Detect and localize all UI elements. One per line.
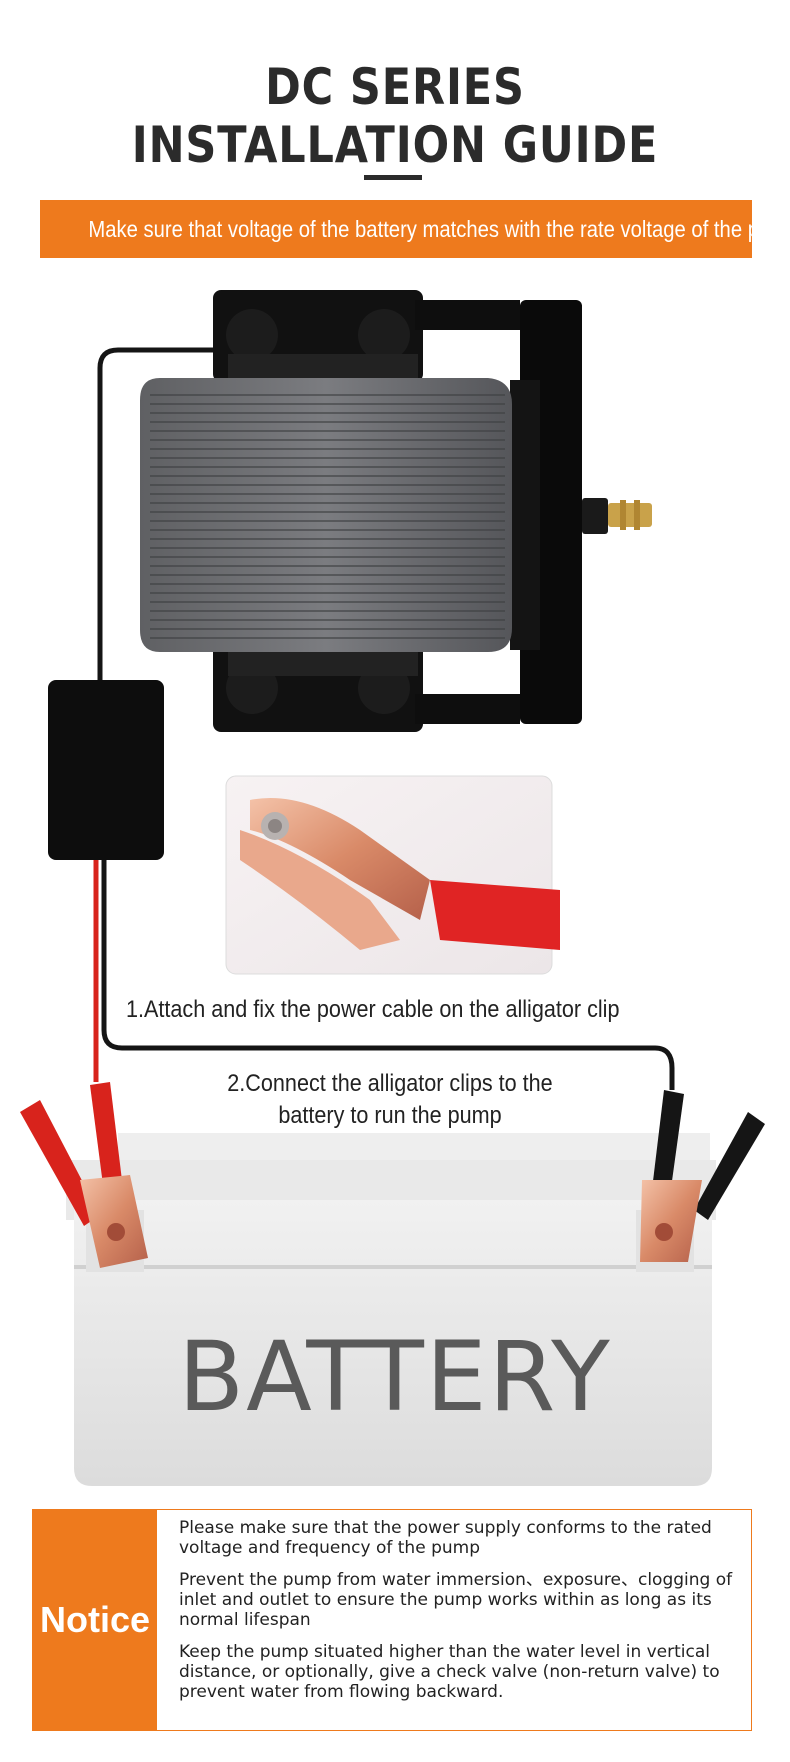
step-2-line-1: 2.Connect the alligator clips to the (227, 1070, 553, 1097)
notice-tag: Notice (33, 1510, 157, 1730)
step-2-text: 2.Connect the alligator clips to the bat… (120, 1068, 660, 1132)
notice-item: Please make sure that the power supply c… (179, 1518, 712, 1558)
air-pump-image (140, 290, 652, 732)
notice-panel: Notice Please make sure that the power s… (32, 1509, 752, 1731)
black-alligator-clip (640, 1090, 765, 1262)
step-2-line-2: battery to run the pump (278, 1102, 502, 1129)
voltage-warning-banner: Make sure that voltage of the battery ma… (40, 200, 790, 258)
pump-wire-black (97, 347, 675, 1090)
alligator-clip-photo (225, 775, 560, 975)
page-title: DC SERIES INSTALLATION GUIDE (55, 58, 734, 174)
battery-image (66, 1133, 716, 1486)
battery-label: BATTERY (178, 1321, 612, 1433)
step-1-label: 1.Attach and fix the power cable on the … (126, 996, 620, 1023)
cable-controller-box (48, 680, 164, 860)
step-1-text: 1.Attach and fix the power cable on the … (126, 994, 674, 1026)
notice-item: Keep the pump situated higher than the w… (179, 1642, 720, 1702)
notice-item: Prevent the pump from water immersion、ex… (179, 1570, 733, 1630)
installation-diagram (20, 290, 765, 1486)
notice-list: Please make sure that the power supply c… (179, 1518, 739, 1714)
title-line-2: INSTALLATION GUIDE (131, 116, 659, 174)
banner-text: Make sure that voltage of the battery ma… (88, 216, 790, 242)
title-underline (364, 175, 422, 180)
title-line-1: DC SERIES (265, 58, 525, 116)
red-alligator-clip (20, 1082, 148, 1268)
